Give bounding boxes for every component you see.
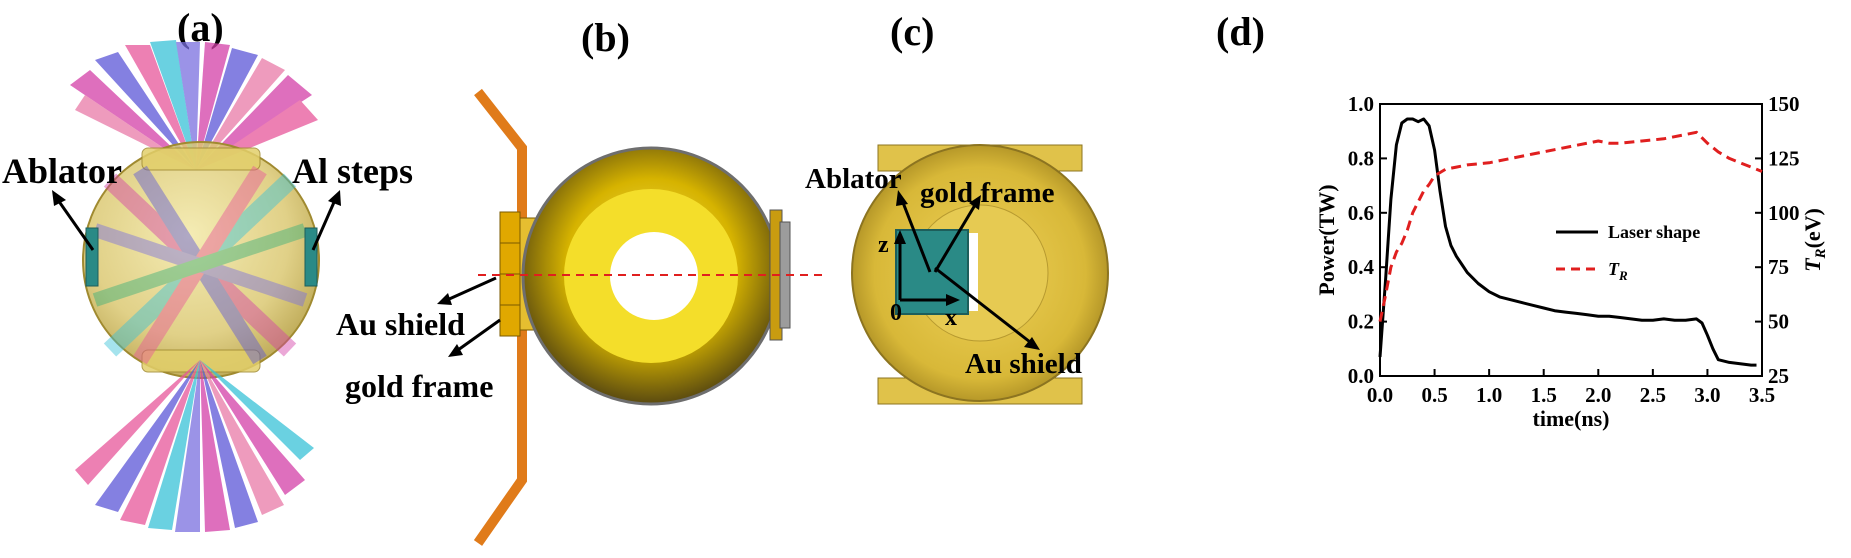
x-tick-label: 2.5 — [1640, 383, 1666, 407]
au-shield-label-c: Au shield — [965, 348, 1082, 380]
au-shield-arrow — [446, 276, 497, 302]
al-steps-window — [304, 227, 318, 287]
au-shield-label-b: Au shield — [336, 306, 465, 342]
y-tick-label: 1.0 — [1348, 92, 1374, 116]
ablator-label-a: Ablator — [2, 151, 122, 191]
z-axis-label: z — [878, 232, 889, 258]
y2-tick-label: 100 — [1768, 201, 1800, 225]
ablator-label-c: Ablator — [805, 163, 902, 195]
x-tick-label: 3.5 — [1749, 383, 1775, 407]
y-tick-label: 0.6 — [1348, 201, 1374, 225]
x-tick-label: 2.0 — [1585, 383, 1611, 407]
x-axis-label: time(ns) — [1533, 406, 1610, 431]
legend-label: Laser shape — [1608, 222, 1700, 242]
plot-frame — [1379, 103, 1763, 377]
ablator-arrow-c — [900, 199, 932, 273]
y-tick-label: 0.8 — [1348, 146, 1374, 170]
series-tr-line — [1378, 130, 1763, 322]
au-shield-arrow-c — [934, 266, 1031, 344]
gold-frame-label-b: gold frame — [345, 368, 494, 404]
panel-d-title: (d) — [1216, 9, 1265, 54]
origin-label: 0 — [890, 300, 902, 326]
gold-frame-arrow-c — [933, 204, 977, 273]
x-tick-label: 0.5 — [1421, 383, 1447, 407]
laser-beams-bottom — [75, 360, 314, 532]
x-tick-label: 3.0 — [1694, 383, 1720, 407]
y-tick-label: 0.2 — [1348, 310, 1374, 334]
y2-tick-label: 50 — [1768, 310, 1789, 334]
al-steps-label: Al steps — [292, 151, 414, 191]
y2-tick-label: 25 — [1768, 364, 1789, 388]
x-tick-label: 1.5 — [1531, 383, 1557, 407]
y-tick-label: 0.0 — [1348, 364, 1374, 388]
y2-tick-label: 125 — [1768, 146, 1800, 170]
laser-entrance-hole-top — [141, 147, 261, 171]
panel-c-title: (c) — [890, 9, 935, 54]
y2-axis-label: TR(eV) — [1800, 208, 1829, 272]
x-axis-label: x — [945, 305, 957, 331]
panel-b-title: (b) — [581, 15, 630, 60]
gold-frame-arrow-b — [457, 318, 501, 352]
ablator-arrow — [56, 199, 95, 251]
series-laser-line — [1378, 117, 1757, 367]
legend-label: TR — [1608, 259, 1628, 283]
y2-tick-label: 75 — [1768, 255, 1789, 279]
y-tick-label: 0.4 — [1348, 255, 1375, 279]
gold-frame-label-c: gold frame — [920, 177, 1055, 209]
y-axis-label: Power(TW) — [1314, 184, 1339, 295]
x-tick-label: 1.0 — [1476, 383, 1502, 407]
y2-tick-label: 150 — [1768, 92, 1800, 116]
x-tick-label: 0.0 — [1367, 383, 1393, 407]
al-steps-arrow — [311, 199, 337, 251]
